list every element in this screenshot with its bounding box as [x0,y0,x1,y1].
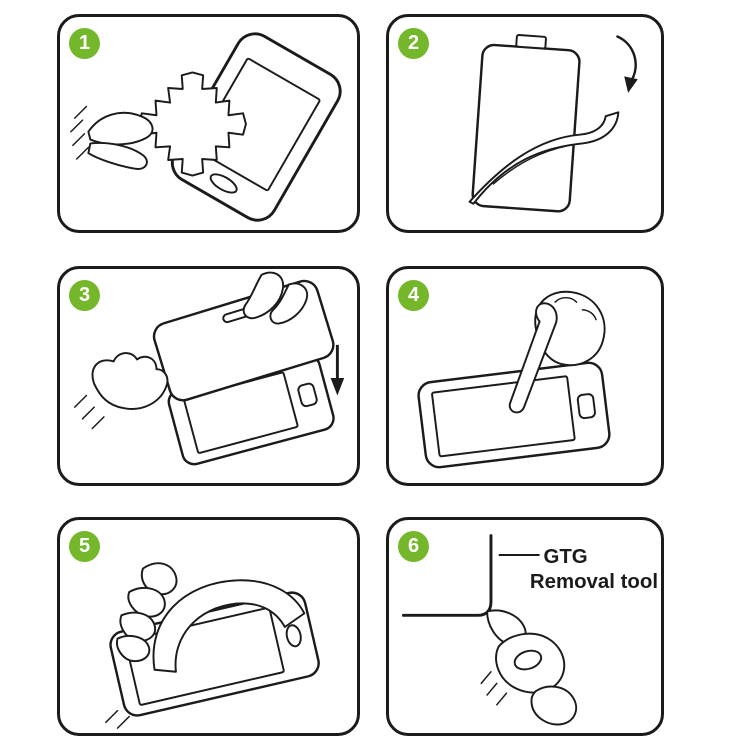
pressing-hand-icon [508,290,606,414]
step-2-illustration [468,34,638,213]
step-5-number: 5 [78,535,91,557]
step-1-illustration [70,32,342,222]
step-panel-3: 3 [57,266,360,486]
step-3-number: 3 [78,284,91,306]
phone-icon [417,361,611,469]
step-2-number: 2 [407,32,420,54]
step-6-illustration: GTG Removal tool [401,534,658,726]
step-panel-2: 2 [386,14,664,233]
screen-protector-icon [471,34,581,213]
step-4-badge: 4 [398,280,429,311]
step-5-badge: 5 [69,531,100,562]
step-1-number: 1 [78,32,91,54]
film-fold-line [492,142,581,185]
peeling-film-icon [468,111,620,205]
step-4-number: 4 [407,284,420,306]
arrow-down-icon [330,344,345,396]
step-panel-6: 6 GTG Removal tool [386,517,664,736]
film-sheet-icon [152,579,306,673]
arrow-down-icon [616,35,638,93]
tool-label-line1: GTG [543,546,587,568]
step-3-badge: 3 [69,280,100,311]
step-1-badge: 1 [69,28,100,59]
hand-icon [105,562,178,729]
step-6-number: 6 [407,535,420,557]
step-panel-5: 5 [57,517,360,736]
step-panel-1: 1 [57,14,360,233]
step-6-badge: 6 [398,531,429,562]
cleaning-cloth-icon [137,71,247,177]
step-2-badge: 2 [398,28,429,59]
step-panel-4: 4 [386,266,664,486]
right-hand-icon [242,271,309,325]
left-hand-icon [74,352,169,430]
step-3-illustration [74,271,345,466]
tool-label: GTG Removal tool [498,546,658,593]
thumb-icon [480,632,578,726]
tool-label-line2: Removal tool [530,571,658,593]
step-4-illustration [417,290,611,469]
step-5-illustration [105,562,320,729]
hand-icon [70,105,154,170]
